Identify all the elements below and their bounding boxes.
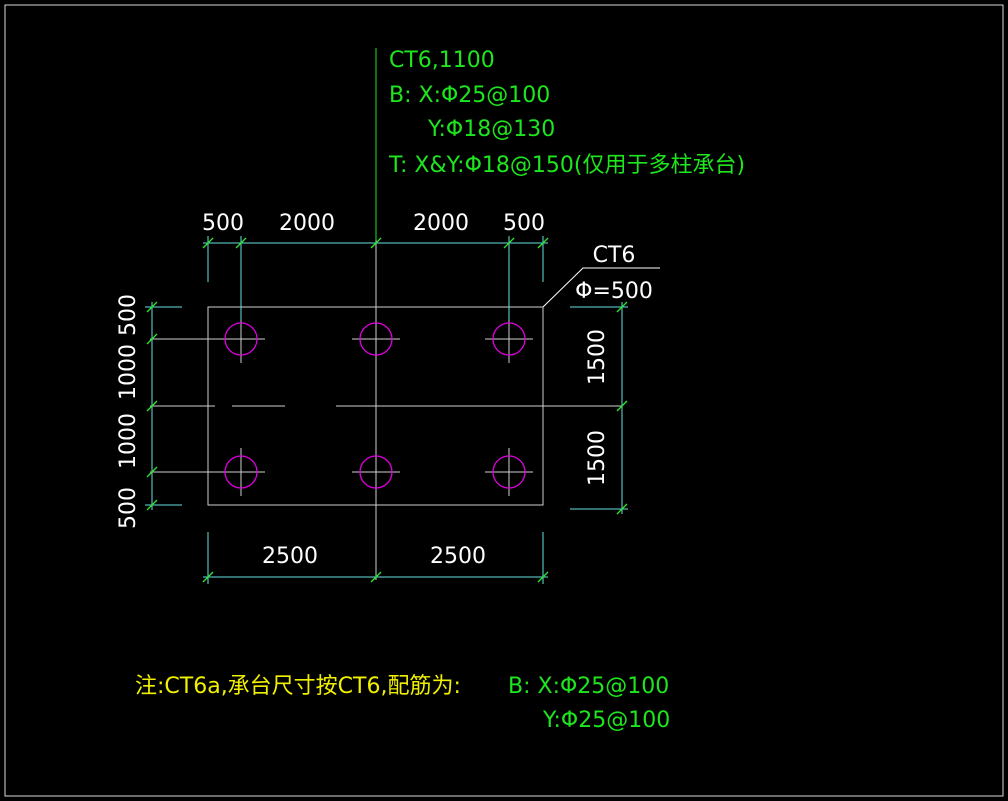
note-rebar-1: B: X:Φ25@100	[508, 674, 669, 699]
annotation-line-4: T: X&Y:Φ18@150(仅用于多柱承台)	[388, 153, 745, 178]
note-rebar-2: Y:Φ25@100	[542, 708, 670, 733]
bottom-dim-2: 2500	[430, 544, 486, 569]
left-tick-4	[146, 466, 158, 478]
right-dim-1: 1500	[585, 329, 610, 385]
pile-circle	[492, 322, 526, 356]
pile-1-1	[217, 315, 265, 363]
top-dim-1: 500	[202, 211, 244, 236]
pile-1-2	[352, 315, 400, 363]
annotation-line-1: CT6,1100	[389, 48, 495, 73]
annotation-line-2: B: X:Φ25@100	[389, 83, 550, 108]
left-dim-3: 1000	[116, 413, 141, 469]
right-dimension: 1500 1500	[570, 301, 628, 515]
top-tick-4	[503, 237, 515, 249]
pile-2-1	[217, 448, 265, 496]
pile-circle	[224, 455, 258, 489]
centre-lines	[150, 240, 622, 580]
top-tick-2	[235, 237, 247, 249]
top-tick-3	[370, 237, 382, 249]
right-tick-3	[616, 503, 628, 515]
left-tick-3	[146, 400, 158, 412]
top-tick-1	[202, 237, 214, 249]
drawing-frame	[4, 4, 1004, 797]
pile-circle	[492, 455, 526, 489]
pile-circle	[224, 322, 258, 356]
top-dimension: 500 2000 2000 500	[202, 211, 549, 320]
bottom-tick-3	[537, 571, 549, 583]
left-tick-1	[146, 301, 158, 313]
pile-2-3	[485, 448, 533, 496]
right-tick-2	[616, 400, 628, 412]
pile-label-leader	[542, 267, 660, 308]
bottom-dimension: 2500 2500	[202, 532, 549, 584]
left-tick-2	[146, 333, 158, 345]
left-dim-4: 500	[116, 487, 141, 529]
bottom-dim-1: 2500	[262, 544, 318, 569]
pile-label-name: CT6	[593, 243, 636, 268]
bottom-tick-2	[370, 571, 382, 583]
left-tick-5	[146, 499, 158, 511]
note: 注:CT6a,承台尺寸按CT6,配筋为: B: X:Φ25@100 Y:Φ25@…	[135, 674, 670, 733]
pile-label: CT6 Φ=500	[542, 243, 660, 308]
left-dim-1: 500	[116, 294, 141, 336]
pile-circle	[359, 322, 393, 356]
top-dim-2: 2000	[279, 211, 335, 236]
pile-circle	[359, 455, 393, 489]
top-dim-4: 500	[503, 211, 545, 236]
pile-2-2	[352, 448, 400, 496]
left-dimension: 500 1000 1000 500	[116, 294, 182, 529]
pile-1-3	[485, 315, 533, 363]
note-text: 注:CT6a,承台尺寸按CT6,配筋为:	[135, 674, 461, 699]
annotation-line-3: Y:Φ18@130	[427, 117, 555, 142]
top-dim-3: 2000	[413, 211, 469, 236]
left-dim-2: 1000	[116, 344, 141, 400]
pile-label-diameter: Φ=500	[575, 279, 653, 304]
right-tick-1	[616, 301, 628, 313]
piles	[217, 315, 533, 496]
top-tick-5	[537, 237, 549, 249]
top-annotation: CT6,1100 B: X:Φ25@100 Y:Φ18@130 T: X&Y:Φ…	[375, 48, 745, 240]
right-dim-2: 1500	[585, 430, 610, 486]
bottom-tick-1	[202, 571, 214, 583]
